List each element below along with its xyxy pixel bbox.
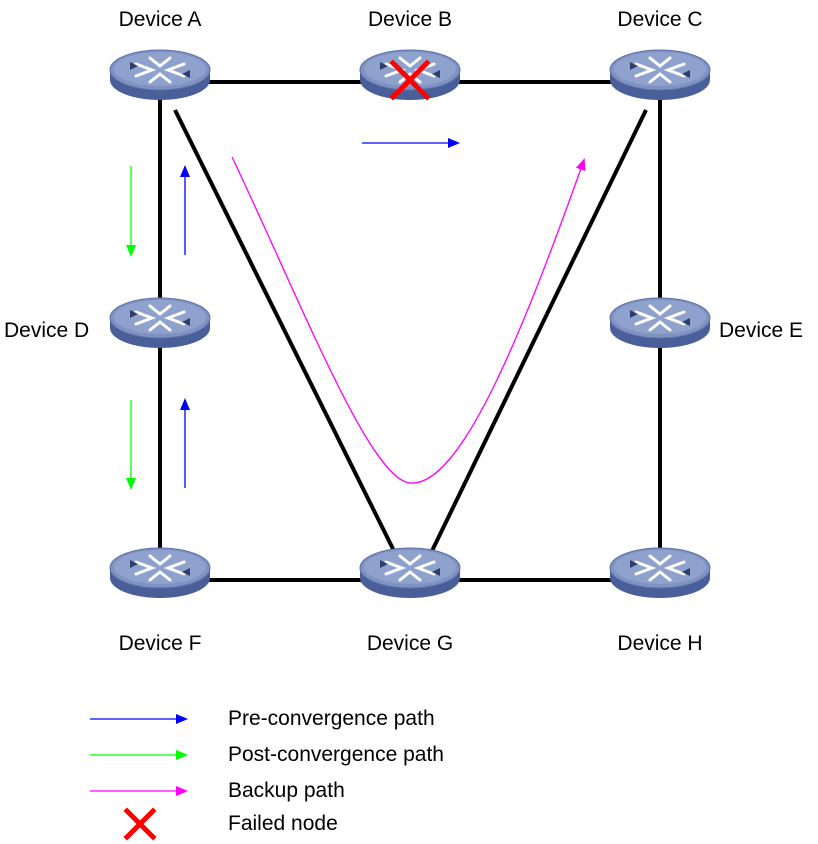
legend-failed-label: Failed node [228, 812, 338, 835]
failed-node-icon [389, 59, 431, 101]
router-icon-c [608, 48, 712, 102]
backup-path-curve [231, 156, 586, 484]
router-icon-g [358, 546, 462, 600]
link-a-g [173, 109, 398, 556]
legend-post-label: Post-convergence path [228, 743, 444, 766]
label-device-e: Device E [719, 319, 804, 342]
router-icon-d [108, 296, 212, 350]
router-icon-e [608, 296, 712, 350]
legend-failed-icon [123, 807, 157, 841]
link-c-g [428, 109, 648, 556]
label-device-b: Device B [367, 8, 453, 31]
router-icon-a [108, 48, 212, 102]
label-device-h: Device H [617, 632, 703, 655]
label-device-g: Device G [366, 632, 454, 655]
label-device-d: Device D [4, 319, 90, 342]
router-icon-h [608, 546, 712, 600]
label-device-c: Device C [617, 8, 703, 31]
router-icon-f [108, 546, 212, 600]
router-icon-b [358, 48, 462, 102]
label-device-a: Device A [118, 8, 202, 31]
links [158, 80, 662, 582]
legend-pre-label: Pre-convergence path [228, 707, 435, 730]
label-device-f: Device F [118, 632, 202, 655]
legend-backup-label: Backup path [228, 779, 345, 802]
